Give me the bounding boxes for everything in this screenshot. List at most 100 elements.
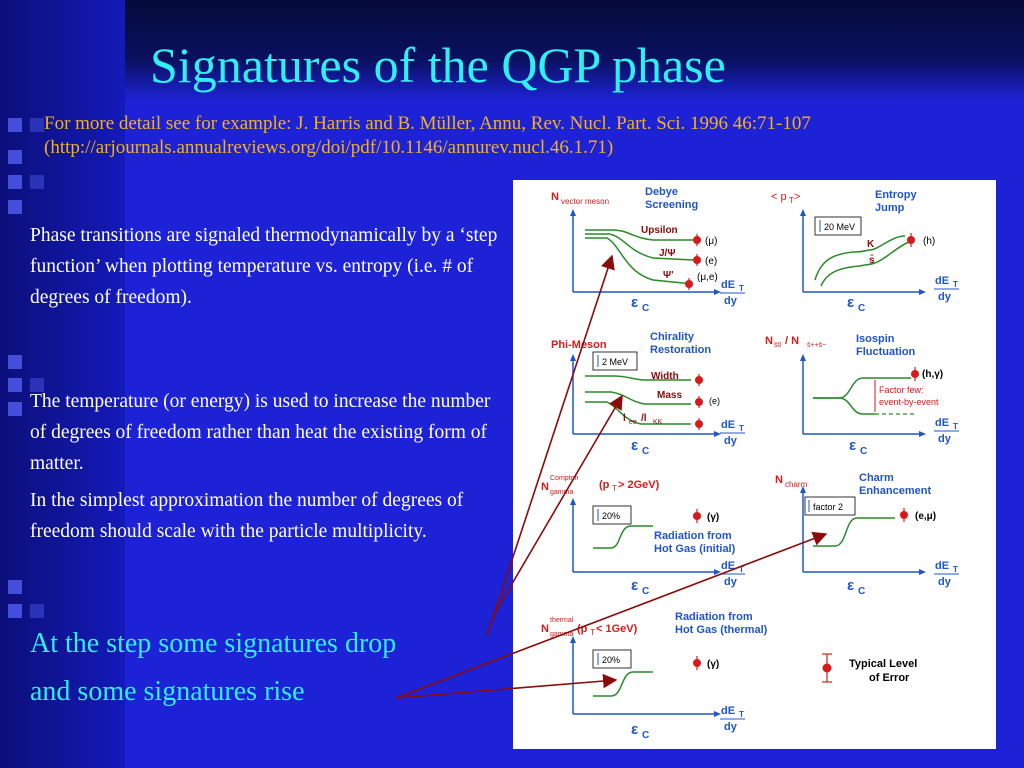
curve-label-s: s̄ bbox=[869, 254, 875, 266]
data-point bbox=[693, 659, 701, 667]
point-label-e: (e) bbox=[709, 396, 720, 406]
point-label-mu: (μ) bbox=[705, 236, 717, 247]
de-label-sub: T bbox=[739, 424, 744, 433]
x-label: ε bbox=[849, 437, 856, 454]
note-line-2: event-by-event bbox=[879, 397, 939, 407]
y-label: < p bbox=[771, 191, 787, 203]
data-point bbox=[695, 420, 703, 428]
heading-2: Fluctuation bbox=[856, 346, 916, 358]
y-label-suffix-end: > 2GeV) bbox=[618, 479, 660, 491]
curve-label-k: K bbox=[867, 239, 875, 250]
y-arrow bbox=[800, 354, 806, 361]
de-label-sub: T bbox=[739, 710, 744, 719]
panel-chirality-restoration: Phi-Meson Chirality Restoration 2 MeV Wi… bbox=[551, 331, 745, 457]
decor-square bbox=[8, 150, 22, 164]
y-label-sub: vector meson bbox=[561, 197, 609, 206]
y-arrow bbox=[800, 486, 806, 493]
legend-line-2: of Error bbox=[869, 672, 910, 684]
y-label: N bbox=[775, 474, 783, 486]
reference-line-1: For more detail see for example: J. Harr… bbox=[44, 113, 811, 134]
x-label: ε bbox=[631, 577, 638, 594]
de-label-sub: T bbox=[953, 422, 958, 431]
curve-label-width: Width bbox=[651, 371, 679, 382]
de-label-sub: T bbox=[739, 284, 744, 293]
curve-psiprime bbox=[585, 237, 694, 285]
dy-label: dy bbox=[724, 435, 738, 447]
decor-square bbox=[8, 175, 22, 189]
x-arrow bbox=[714, 289, 721, 295]
x-arrow bbox=[714, 431, 721, 437]
scale-box-label: 2 MeV bbox=[602, 357, 628, 367]
dy-label: dy bbox=[724, 576, 738, 588]
y-label-sub: gamma bbox=[550, 489, 573, 496]
curve-label-mass: Mass bbox=[657, 390, 682, 401]
heading-1: Entropy bbox=[875, 189, 917, 201]
y-label-suffix: (p bbox=[599, 479, 610, 491]
curve-label-jpsi: J/Ψ bbox=[659, 248, 675, 259]
signatures-diagram: N vector meson Debye Screening Upsilon J… bbox=[541, 186, 959, 741]
data-point bbox=[693, 512, 701, 520]
x-arrow bbox=[919, 289, 926, 295]
paragraph-step-function: Phase transitions are signaled thermodyn… bbox=[30, 225, 498, 308]
heading-1: Debye bbox=[645, 186, 678, 198]
panel-charm-enhancement: N charm Charm Enhancement factor 2 (e,μ)… bbox=[775, 472, 959, 597]
y-label: N bbox=[551, 191, 559, 203]
decor-square bbox=[30, 378, 44, 392]
scale-box-label: factor 2 bbox=[813, 502, 843, 512]
scale-box-label: 20% bbox=[602, 511, 620, 521]
dy-label: dy bbox=[724, 721, 738, 733]
x-label-sub: C bbox=[642, 303, 649, 314]
y-label: N bbox=[541, 623, 549, 635]
y-label: N bbox=[541, 481, 549, 493]
decor-square bbox=[8, 604, 22, 618]
y-arrow bbox=[800, 209, 806, 216]
x-arrow bbox=[714, 569, 721, 575]
data-point bbox=[695, 398, 703, 406]
curve-k bbox=[814, 235, 906, 281]
paragraph-temperature: The temperature (or energy) is used to i… bbox=[30, 391, 491, 474]
de-label-sub: T bbox=[739, 565, 744, 574]
y-label-suffix-sub: T bbox=[590, 628, 595, 637]
dy-label: dy bbox=[938, 576, 952, 588]
data-point bbox=[907, 236, 915, 244]
header-band bbox=[0, 0, 1024, 100]
point-label-gamma: (γ) bbox=[707, 659, 719, 670]
curve-label-ee: ee bbox=[629, 419, 637, 426]
scale-box bbox=[814, 216, 862, 236]
curve-label-l: l bbox=[623, 413, 626, 424]
heading-1: Radiation from bbox=[675, 611, 753, 623]
y-label-suffix: (p bbox=[577, 623, 588, 635]
legend-line-1: Typical Level bbox=[849, 658, 917, 670]
y-label: Phi-Meson bbox=[551, 339, 607, 351]
y-arrow bbox=[570, 498, 576, 505]
x-label: ε bbox=[847, 577, 854, 594]
curve-label-kk: KK bbox=[653, 419, 663, 426]
y-label-mid: / N bbox=[785, 335, 799, 347]
de-label-sub: T bbox=[953, 565, 958, 574]
x-label-sub: C bbox=[642, 586, 649, 597]
legend-point bbox=[822, 663, 832, 673]
y-label-sup: thermal bbox=[550, 617, 574, 624]
data-point bbox=[911, 370, 919, 378]
decor-square bbox=[30, 175, 44, 189]
x-arrow bbox=[714, 711, 721, 717]
point-label-emu: (e,μ) bbox=[915, 511, 936, 522]
point-label-mue: (μ,e) bbox=[697, 272, 718, 283]
panel-entropy-jump: < p T > Entropy Jump 20 MeV K s̄ (h) ε C… bbox=[771, 189, 959, 314]
decor-square bbox=[30, 118, 44, 132]
emphasis-drop: At the step some signatures drop bbox=[30, 628, 397, 659]
left-decorative-strip bbox=[0, 0, 125, 768]
x-arrow bbox=[919, 431, 926, 437]
x-label-sub: C bbox=[858, 586, 865, 597]
y-label: N bbox=[765, 335, 773, 347]
x-label: ε bbox=[631, 437, 638, 454]
heading-2: Screening bbox=[645, 199, 698, 211]
point-label-gamma: (γ) bbox=[707, 512, 719, 523]
heading-2: Enhancement bbox=[859, 485, 931, 497]
paragraph-multiplicity: In the simplest approximation the number… bbox=[30, 490, 464, 542]
x-label: ε bbox=[847, 294, 854, 311]
y-label-sub: T bbox=[789, 196, 794, 205]
slide-title: Signatures of the QGP phase bbox=[150, 37, 726, 93]
point-label-h: (h) bbox=[923, 236, 935, 247]
y-arrow bbox=[570, 209, 576, 216]
